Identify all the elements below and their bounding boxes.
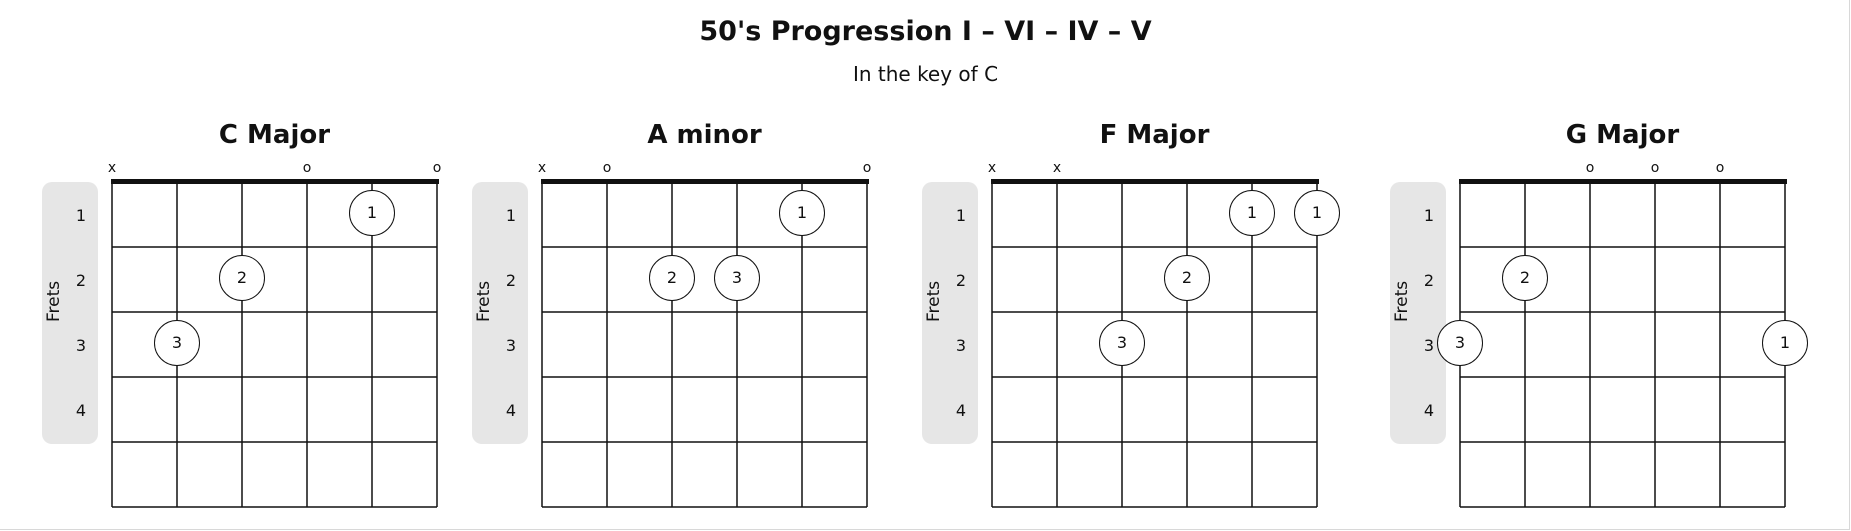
fret-number: 4 — [1423, 401, 1435, 420]
frets-label: Frets — [474, 280, 494, 322]
chord-title: F Major — [1099, 120, 1210, 150]
open-string-marker: o — [302, 160, 312, 176]
fret-number: 3 — [505, 336, 517, 355]
finger-dot: 2 — [1502, 254, 1548, 301]
finger-dot: 3 — [714, 254, 760, 301]
fret-number: 1 — [75, 206, 87, 225]
frets-label: Frets — [44, 280, 64, 322]
fretboard-grid — [991, 182, 1318, 508]
muted-string-marker: x — [107, 160, 117, 176]
chord-title: G Major — [1565, 120, 1680, 150]
fret-number: 1 — [505, 206, 517, 225]
frets-label: Frets — [924, 280, 944, 322]
fret-number: 1 — [955, 206, 967, 225]
open-string-marker: o — [1585, 160, 1595, 176]
fret-number: 4 — [505, 401, 517, 420]
fret-number: 2 — [955, 271, 967, 290]
nut-bar — [541, 179, 869, 184]
finger-dot: 3 — [1099, 319, 1145, 366]
fret-number: 2 — [1423, 271, 1435, 290]
finger-dot: 1 — [349, 189, 395, 236]
nut-bar — [991, 179, 1319, 184]
frets-label: Frets — [1392, 280, 1412, 322]
fret-number: 2 — [505, 271, 517, 290]
fretboard-grid — [541, 182, 868, 508]
fret-number: 4 — [75, 401, 87, 420]
finger-dot: 1 — [1229, 189, 1275, 236]
open-string-marker: o — [432, 160, 442, 176]
fret-panel — [42, 182, 98, 444]
fretboard-grid — [111, 182, 438, 508]
fret-number: 3 — [75, 336, 87, 355]
muted-string-marker: x — [1052, 160, 1062, 176]
finger-dot: 3 — [1437, 319, 1483, 366]
fret-panel — [922, 182, 978, 444]
chord-title: A minor — [647, 120, 762, 150]
chord-title: C Major — [218, 120, 331, 150]
page-title: 50's Progression I – VI – IV – V — [699, 16, 1152, 47]
fret-number: 3 — [1423, 336, 1435, 355]
nut-bar — [1459, 179, 1787, 184]
fret-panel — [472, 182, 528, 444]
open-string-marker: o — [1715, 160, 1725, 176]
muted-string-marker: x — [987, 160, 997, 176]
fret-number: 2 — [75, 271, 87, 290]
finger-dot: 1 — [1762, 319, 1808, 366]
fret-panel — [1390, 182, 1446, 444]
fret-number: 3 — [955, 336, 967, 355]
finger-dot: 2 — [649, 254, 695, 301]
finger-dot: 1 — [779, 189, 825, 236]
finger-dot: 3 — [154, 319, 200, 366]
finger-dot: 1 — [1294, 189, 1340, 236]
muted-string-marker: x — [537, 160, 547, 176]
fret-number: 1 — [1423, 206, 1435, 225]
open-string-marker: o — [1650, 160, 1660, 176]
nut-bar — [111, 179, 439, 184]
fret-number: 4 — [955, 401, 967, 420]
finger-dot: 2 — [219, 254, 265, 301]
open-string-marker: o — [602, 160, 612, 176]
page-subtitle: In the key of C — [852, 62, 999, 86]
finger-dot: 2 — [1164, 254, 1210, 301]
fretboard-grid — [1459, 182, 1786, 508]
open-string-marker: o — [862, 160, 872, 176]
